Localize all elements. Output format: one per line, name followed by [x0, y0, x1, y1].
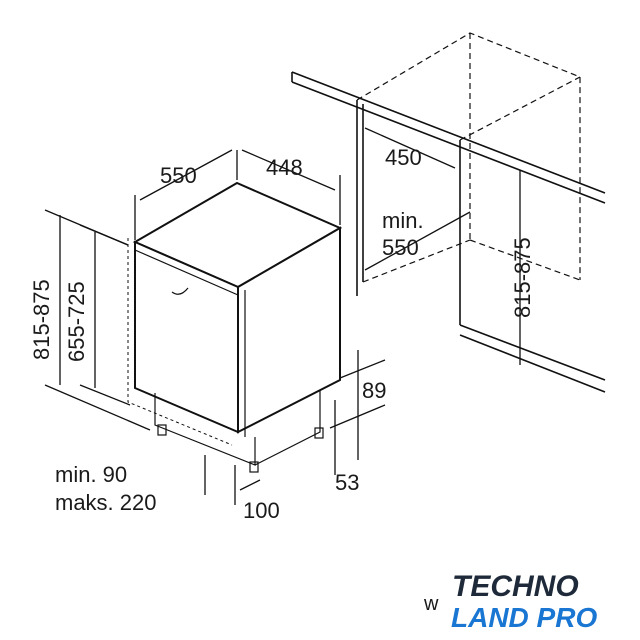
dimension-lines	[44, 127, 521, 505]
technoland-pro-logo: TECHNO LAND PRO	[451, 570, 597, 633]
dishwasher-body	[132, 181, 343, 434]
dim-depth: 550	[160, 163, 197, 188]
dim-body-height: 655-725	[64, 281, 89, 362]
dim-total-height-left: 815-875	[29, 279, 54, 360]
dim-plinth-depth: 53	[335, 470, 359, 495]
dim-plinth: 89	[362, 378, 386, 403]
dim-niche-depth-label: min.	[382, 208, 424, 233]
dim-total-height-right: 815-875	[510, 237, 535, 318]
dim-door-gap: 100	[243, 498, 280, 523]
front-panel-outline	[127, 238, 233, 446]
countertop	[291, 71, 606, 393]
niche-outline	[356, 32, 581, 283]
watermark-fragment: w	[423, 593, 439, 615]
logo-line2: LAND PRO	[451, 602, 597, 633]
dishwasher-details	[134, 249, 324, 473]
dim-width: 448	[266, 155, 303, 180]
dim-max-label: maks. 220	[55, 490, 157, 515]
dim-niche-depth: 550	[382, 235, 419, 260]
logo-line1: TECHNO	[452, 570, 579, 603]
dim-min-label: min. 90	[55, 462, 127, 487]
dim-niche-width: 450	[385, 145, 422, 170]
